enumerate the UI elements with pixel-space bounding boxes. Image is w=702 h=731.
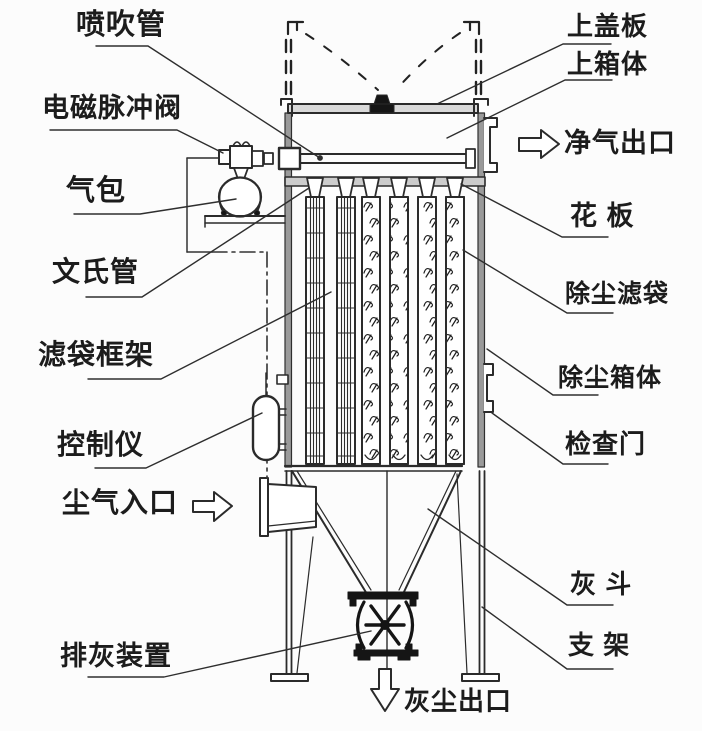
label-dust-box-body: 除尘箱体 [558, 364, 663, 392]
air-bag [204, 176, 286, 228]
label-ash-hopper: 灰 斗 [570, 569, 633, 599]
cage-bag-1 [305, 196, 325, 465]
inspection-door [483, 363, 494, 413]
label-dust-filter-bag: 除尘滤袋 [565, 280, 670, 308]
outlet-flange [483, 117, 498, 173]
label-clean-gas-outlet: 净气出口 [564, 128, 676, 158]
rotary-valve [347, 591, 419, 661]
leader-lines [49, 43, 614, 678]
inlet-duct [259, 477, 317, 537]
label-dusty-gas-inlet: 尘气入口 [62, 487, 179, 518]
label-top-cover-plate: 上盖板 [567, 11, 649, 41]
label-inspection-door: 检查门 [565, 429, 647, 459]
dusty-gas-inlet-arrow-icon [192, 491, 233, 522]
top-cover-plate [280, 94, 489, 117]
label-blow-pipe: 喷吹管 [76, 9, 167, 41]
blow-pipe [298, 148, 476, 169]
label-support-frame: 支 架 [568, 630, 631, 660]
label-upper-box: 上箱体 [567, 49, 649, 79]
cover-open-phantom-lines [284, 20, 483, 102]
label-air-bag: 气包 [66, 175, 127, 207]
label-pulse-valve: 电磁脉冲阀 [42, 93, 182, 123]
label-controller: 控制仪 [57, 429, 145, 460]
tube-sheet [284, 176, 486, 187]
controller [251, 372, 287, 462]
clean-gas-outlet-arrow-icon [518, 129, 560, 159]
label-ash-discharge: 排灰装置 [60, 641, 172, 671]
label-dust-outlet: 灰尘出口 [404, 686, 513, 716]
cage-bag-2 [336, 196, 356, 465]
dust-outlet-arrow-icon [370, 668, 400, 712]
label-bag-cage: 滤袋框架 [38, 339, 155, 370]
fabric-bags [361, 196, 465, 465]
label-venturi: 文氏管 [52, 256, 140, 287]
label-tube-sheet: 花 板 [570, 201, 635, 231]
pulse-valve-assembly [186, 141, 302, 180]
box-bottom [283, 464, 464, 472]
filter-bags [305, 177, 465, 465]
flow-arrows [192, 129, 560, 712]
support-legs [270, 470, 500, 682]
venturi-necks [306, 177, 464, 198]
